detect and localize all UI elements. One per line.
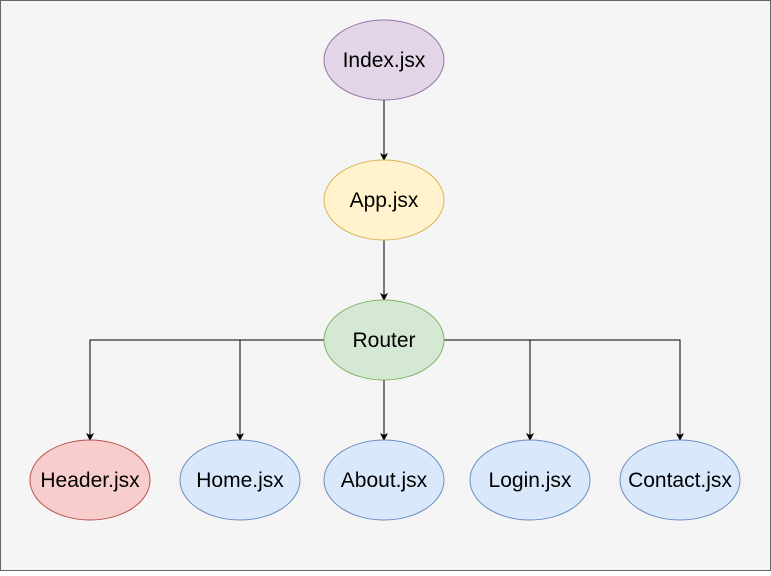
node-login-shape <box>469 439 591 521</box>
node-contact: Contact.jsx <box>619 439 741 521</box>
node-app-label: App.jsx <box>350 189 419 212</box>
node-login: Login.jsx <box>469 439 591 521</box>
node-contact-label: Contact.jsx <box>628 469 732 492</box>
node-router-shape <box>323 299 445 381</box>
edges-layer <box>86 100 684 441</box>
node-router: Router <box>323 299 445 381</box>
node-router-label: Router <box>352 329 415 352</box>
node-index: Index.jsx <box>323 19 445 101</box>
node-app: App.jsx <box>323 159 445 241</box>
node-home: Home.jsx <box>179 439 301 521</box>
node-login-label: Login.jsx <box>489 469 572 492</box>
node-home-label: Home.jsx <box>196 469 284 492</box>
node-about-label: About.jsx <box>341 469 428 492</box>
node-contact-shape <box>619 439 741 521</box>
node-index-label: Index.jsx <box>343 49 426 72</box>
node-app-shape <box>323 159 445 241</box>
node-home-shape <box>179 439 301 521</box>
node-index-shape <box>323 19 445 101</box>
node-header-label: Header.jsx <box>40 469 140 492</box>
node-about-shape <box>323 439 445 521</box>
edge-router-to-contact <box>444 339 684 441</box>
node-about: About.jsx <box>323 439 445 521</box>
node-header-shape <box>29 439 151 521</box>
node-header: Header.jsx <box>29 439 151 521</box>
edge-router-to-home <box>236 339 324 441</box>
